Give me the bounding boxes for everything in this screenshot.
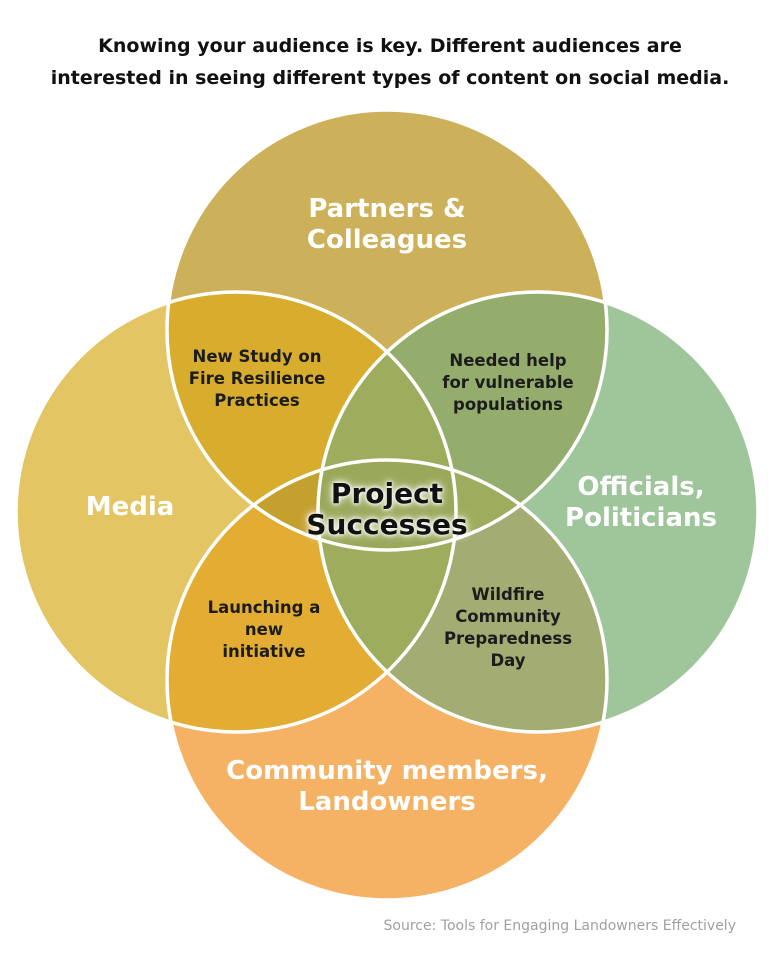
new-study-line-2: Fire Resilience <box>188 369 326 388</box>
launching-initiative-label: Launching a new initiative <box>184 597 344 663</box>
new-study-line-1: New Study on <box>192 347 322 366</box>
community-landowners-label: Community members, Landowners <box>187 756 587 818</box>
new-study-line-3: Practices <box>214 391 300 410</box>
wildfire-day-label: Wildfire Community Preparedness Day <box>423 584 593 672</box>
partners-line-1: Partners & <box>308 194 466 224</box>
partners-colleagues-label: Partners & Colleagues <box>287 194 487 256</box>
source-credit: Source: Tools for Engaging Landowners Ef… <box>383 918 736 934</box>
launching-line-3: initiative <box>222 642 306 661</box>
launching-line-1: Launching a <box>207 598 321 617</box>
officials-line-2: Politicians <box>565 503 717 533</box>
community-line-1: Community members, <box>226 756 548 786</box>
officials-outline <box>316 290 760 734</box>
wildfire-line-2: Community <box>455 607 561 626</box>
wildfire-line-1: Wildfire <box>471 585 545 604</box>
community-line-2: Landowners <box>298 787 476 817</box>
center-line-1: Project <box>330 477 444 510</box>
wildfire-line-4: Day <box>490 651 526 670</box>
title-line-2: interested in seeing different types of … <box>50 67 730 89</box>
media-outline <box>14 290 458 734</box>
diagram-title: Knowing your audience is key. Different … <box>0 30 780 94</box>
needed-help-line-1: Needed help <box>449 351 567 370</box>
needed-help-label: Needed help for vulnerable populations <box>423 350 593 416</box>
partners-outline <box>165 108 609 552</box>
media-label: Media <box>60 492 200 523</box>
center-line-2: Successes <box>306 508 468 541</box>
title-line-1: Knowing your audience is key. Different … <box>98 35 682 57</box>
media-line-1: Media <box>85 492 175 522</box>
needed-help-line-2: for vulnerable <box>442 373 574 392</box>
project-successes-label: Project Successes <box>292 478 482 540</box>
partners-line-2: Colleagues <box>306 225 468 255</box>
wildfire-line-3: Preparedness <box>443 629 573 648</box>
officials-politicians-label: Officials, Politicians <box>556 472 726 534</box>
launching-line-2: new <box>244 620 284 639</box>
community-outline <box>165 458 609 902</box>
new-study-label: New Study on Fire Resilience Practices <box>172 346 342 412</box>
needed-help-line-3: populations <box>453 395 563 414</box>
officials-line-1: Officials, <box>577 472 705 502</box>
